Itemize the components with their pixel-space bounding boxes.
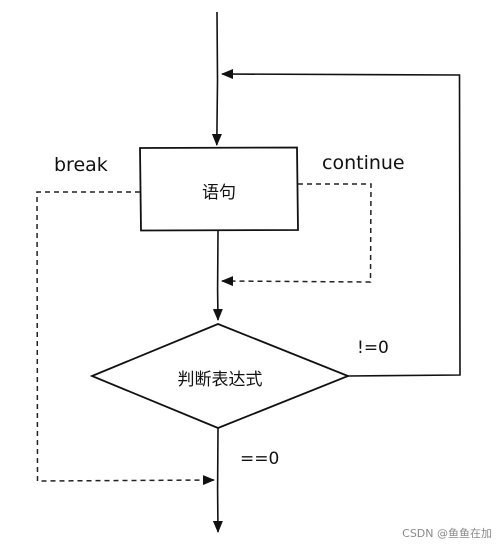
loop-back-arrow [221, 69, 461, 377]
break-label: break [54, 154, 108, 176]
statement-box [139, 146, 299, 232]
continue-label: continue [322, 152, 405, 174]
entry-arrow [211, 11, 222, 146]
watermark: CSDN @鱼鱼在加 [402, 527, 492, 540]
statement-label: 语句 [202, 183, 236, 203]
break-dashed-arrow [36, 191, 215, 486]
expression-label: 判断表达式 [177, 370, 263, 390]
equals-zero-label: ==0 [240, 449, 280, 469]
continue-dashed-arrow [221, 183, 372, 287]
not-zero-label: !=0 [357, 338, 389, 358]
